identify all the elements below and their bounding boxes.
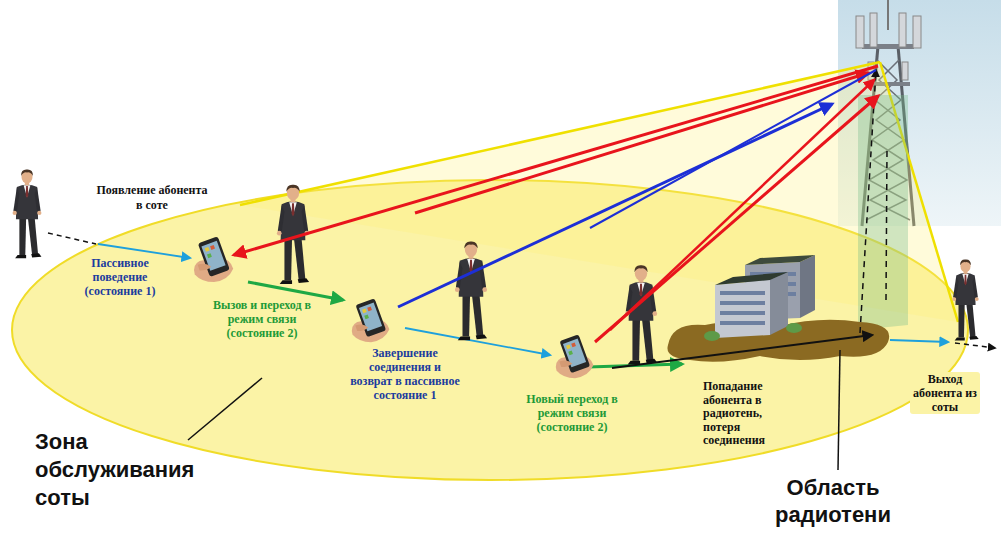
state-label: Завершение соединения и возврат в пассив… — [348, 346, 462, 402]
window-row — [720, 301, 765, 305]
label-holder: Зона обслуживания соты — [35, 428, 210, 512]
state-label: Вызов и переход в режим связи (состояние… — [206, 298, 318, 340]
state-label: Новый переход в режим связи (состояние 2… — [522, 392, 622, 434]
label-holder: Вызов и переход в режим связи (состояние… — [206, 298, 318, 340]
path-dashed — [955, 343, 995, 348]
zone-title: Зона обслуживания соты — [35, 428, 210, 512]
beam-edge — [240, 62, 880, 205]
label-holder: Появление абонента в соте — [93, 183, 211, 213]
path-dashed — [48, 233, 96, 244]
subscriber-figure — [455, 241, 487, 340]
link-line — [590, 70, 876, 228]
phone-in-hand — [194, 236, 233, 282]
uplink-arrow — [398, 104, 832, 307]
downlink-arrow — [234, 66, 878, 255]
uplink-arrow — [610, 80, 874, 330]
subscriber-figure — [952, 260, 978, 341]
label-holder: Завершение соединения и возврат в пассив… — [348, 346, 462, 402]
buildings — [704, 255, 815, 341]
mast — [887, 0, 889, 30]
leader-line — [838, 350, 840, 470]
event-label: Попадание абонента в радиотень, потеря с… — [703, 380, 771, 448]
event-label: Выход абонента из соты — [910, 372, 980, 414]
window-row — [720, 321, 765, 325]
label-holder: Пассивное поведение (состояние 1) — [76, 256, 164, 298]
leader-line — [188, 378, 262, 440]
label-holder: Попадание абонента в радиотень, потеря с… — [703, 380, 771, 448]
state-label: Пассивное поведение (состояние 1) — [76, 256, 164, 298]
bush — [704, 331, 720, 341]
window-row — [720, 291, 765, 295]
label-holder: Выход абонента из соты — [910, 372, 980, 414]
movement-path — [890, 340, 948, 342]
uplink-area — [858, 95, 908, 330]
phone-in-hand — [556, 334, 594, 378]
label-holder: Новый переход в режим связи (состояние 2… — [522, 392, 622, 434]
subscriber-figure — [13, 170, 42, 259]
building-side — [800, 255, 815, 318]
antenna-panel — [902, 62, 908, 80]
phone-in-hand — [352, 298, 390, 342]
bush — [786, 323, 802, 333]
window-row — [720, 311, 765, 315]
building-roof — [715, 272, 788, 285]
movement-path — [248, 282, 343, 300]
antenna-panel — [870, 13, 877, 47]
building-side — [770, 272, 788, 335]
building-roof — [745, 255, 815, 265]
subscriber-figure — [625, 265, 657, 364]
antenna-panel — [913, 16, 921, 48]
zone-title: Область радиотени — [758, 474, 908, 528]
antenna-panel — [899, 13, 906, 47]
antenna-panel — [856, 16, 864, 48]
building-face — [715, 280, 770, 338]
label-holder: Область радиотени — [758, 474, 908, 528]
lost-signal — [886, 150, 887, 300]
event-label: Появление абонента в соте — [93, 183, 211, 213]
